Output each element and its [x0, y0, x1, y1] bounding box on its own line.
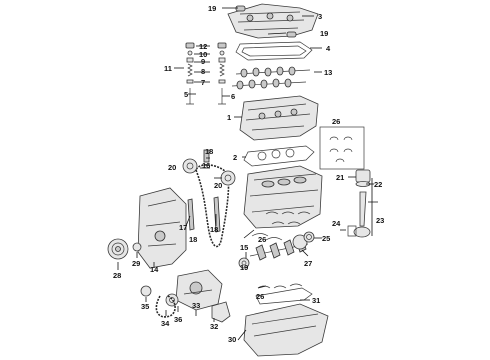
callout-36: 36	[174, 315, 182, 324]
oil-filter-adapter	[211, 301, 231, 323]
callout-30: 30	[228, 335, 236, 344]
timing-cover	[137, 187, 187, 269]
callout-19c: 19	[240, 263, 248, 272]
callout-26-top: 26	[332, 117, 340, 126]
crank-sprocket	[238, 257, 250, 269]
callout-1: 1	[227, 113, 231, 122]
callout-31: 31	[312, 296, 320, 305]
callout-13: 13	[324, 68, 332, 77]
leader-lines	[117, 7, 378, 341]
callout-15: 15	[240, 243, 248, 252]
callout-33: 33	[192, 301, 200, 310]
callout-24: 24	[332, 219, 341, 228]
callout-19: 19	[208, 4, 216, 13]
valve-cover	[227, 3, 319, 39]
callout-5: 5	[184, 90, 188, 99]
callout-26-mid: 26	[258, 235, 266, 244]
callout-16: 16	[202, 161, 210, 170]
callout-22: 22	[374, 180, 382, 189]
callout-7: 7	[201, 78, 205, 87]
valve-cover-gasket	[235, 41, 313, 61]
balance-shaft-sprocket	[140, 285, 152, 297]
timing-chain	[195, 164, 230, 248]
callout-28: 28	[113, 271, 121, 280]
callout-19b: 19	[320, 29, 328, 38]
callout-20b: 20	[214, 181, 222, 190]
cam-sprocket	[182, 158, 198, 174]
callout-29: 29	[132, 259, 140, 268]
callout-12: 12	[199, 42, 207, 51]
callout-4: 4	[326, 44, 331, 53]
crank-seal	[303, 231, 315, 243]
cam-sprocket	[220, 170, 236, 186]
callout-18: 18	[205, 147, 213, 156]
cylinder-head	[239, 95, 319, 141]
oil-pump-chain	[155, 295, 176, 318]
head-gasket	[243, 145, 315, 167]
crank-pulley	[107, 238, 129, 260]
main-bearings	[251, 211, 311, 241]
callout-2: 2	[233, 153, 237, 162]
oil-pan	[243, 287, 329, 357]
callout-6: 6	[231, 92, 235, 101]
cover-bolt	[235, 5, 246, 12]
callout-11: 11	[164, 64, 172, 73]
callout-25: 25	[322, 234, 330, 243]
cover-bolt	[286, 31, 297, 38]
oil-pump-sprocket	[165, 293, 179, 307]
chain-tensioner	[203, 149, 210, 163]
front-seal	[132, 242, 142, 252]
callout-3: 3	[318, 12, 322, 21]
callout-18c: 18	[210, 225, 218, 234]
callout-18b: 18	[189, 235, 197, 244]
piston-assembly	[347, 169, 371, 238]
engine-block	[243, 165, 323, 229]
callout-27: 27	[304, 259, 312, 268]
chain-guides	[187, 196, 221, 233]
piston-ring-set	[319, 126, 365, 170]
water-pump-assembly	[175, 269, 223, 311]
callout-26-low: 26	[256, 292, 264, 301]
callout-21: 21	[336, 173, 344, 182]
callout-23: 23	[376, 216, 384, 225]
camshafts	[231, 66, 311, 90]
callout-14: 14	[150, 265, 159, 274]
callout-9: 9	[201, 57, 205, 66]
crankshaft	[249, 234, 309, 261]
callout-17: 17	[179, 223, 187, 232]
callout-34: 34	[161, 319, 170, 328]
callout-8: 8	[201, 67, 205, 76]
callout-10: 10	[199, 50, 207, 59]
callout-20: 20	[168, 163, 176, 172]
callout-35: 35	[141, 302, 149, 311]
callout-32: 32	[210, 322, 218, 331]
callout-labels: 19 3 19 4 12 10 9 8 7 11 5 6 13 1 2 26 2…	[113, 4, 384, 344]
